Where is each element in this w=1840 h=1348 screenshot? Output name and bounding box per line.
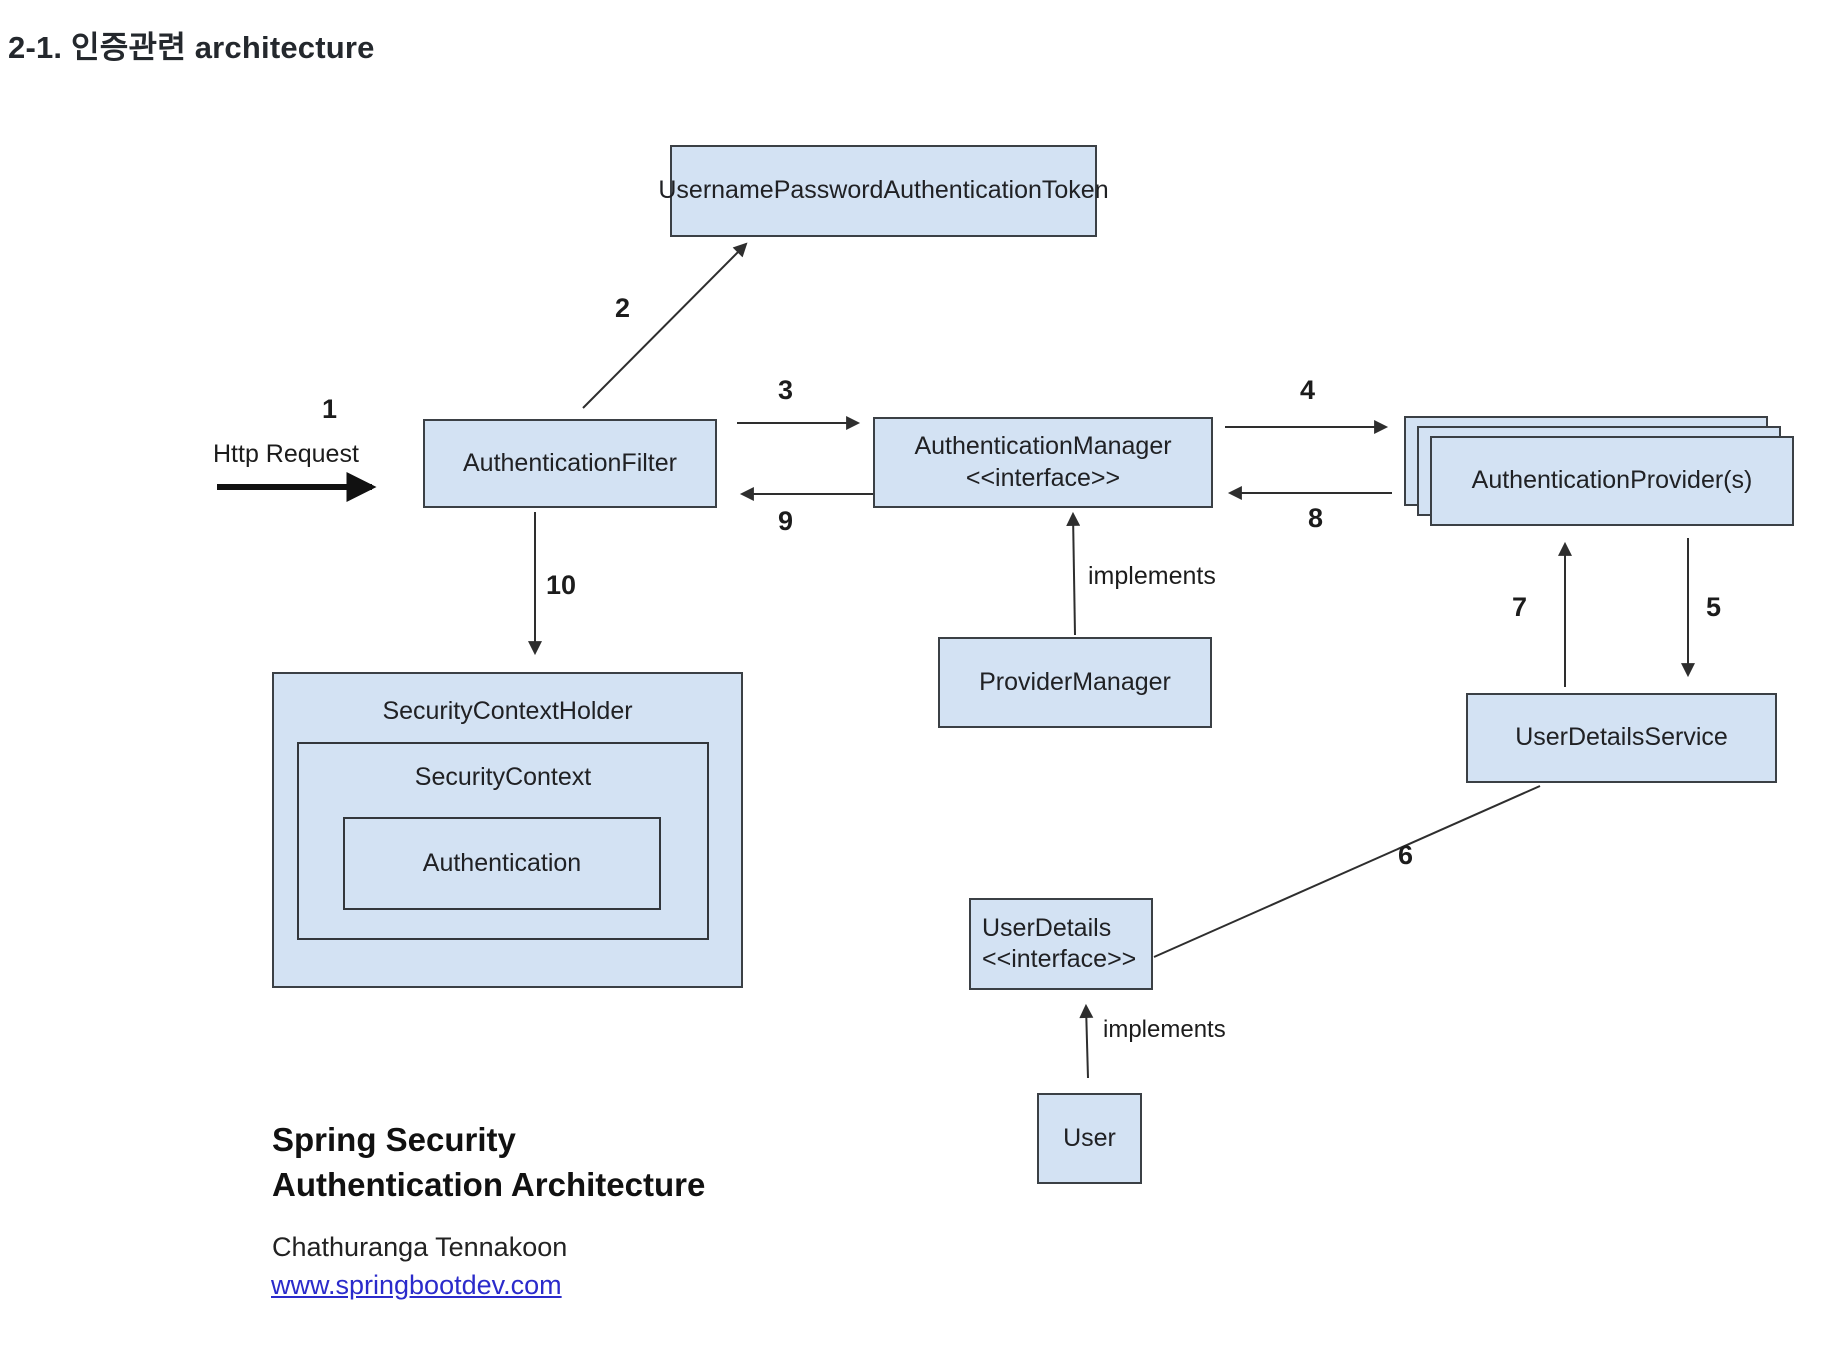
line-step6: [1153, 785, 1541, 958]
credit-author: Chathuranga Tennakoon: [272, 1232, 568, 1262]
implements-bottom-label: implements: [1103, 1016, 1226, 1043]
arrow-implements-bottom: [1079, 1003, 1094, 1079]
http-request-label: Http Request: [213, 440, 359, 468]
arrow-step2: [582, 242, 748, 409]
box-user-details-label: UserDetails: [982, 913, 1112, 942]
page-title: 2-1. 인증관련 architecture: [8, 30, 375, 65]
box-authentication-label: Authentication: [422, 848, 582, 877]
box-user-details-service: UserDetailsService: [1466, 693, 1777, 783]
step-label-3: 3: [778, 375, 794, 405]
step-label-9: 9: [778, 506, 794, 536]
box-authentication: Authentication: [343, 817, 661, 910]
credit-title-line1: Spring Security: [272, 1121, 516, 1158]
implements-top-label: implements: [1088, 562, 1216, 590]
box-provider-label: AuthenticationProvider(s): [1471, 466, 1753, 495]
arrow-implements-top: [1066, 511, 1081, 636]
box-provider-manager: ProviderManager: [938, 637, 1212, 728]
box-token-label: UsernamePasswordAuthenticationToken: [658, 176, 1109, 205]
box-authentication-providers-stack: AuthenticationProvider(s): [1404, 416, 1808, 528]
step-label-8: 8: [1308, 503, 1324, 533]
box-user: User: [1037, 1093, 1142, 1184]
step-label-7: 7: [1512, 592, 1528, 622]
credit-website-link[interactable]: www.springbootdev.com: [271, 1270, 562, 1300]
step-label-4: 4: [1300, 375, 1316, 405]
box-security-context-holder-label: SecurityContextHolder: [382, 697, 633, 725]
box-security-context-label: SecurityContext: [414, 763, 592, 791]
box-manager-stereotype: <<interface>>: [965, 463, 1121, 492]
step-label-2: 2: [615, 293, 631, 323]
box-security-context: SecurityContext Authentication: [297, 742, 709, 940]
step-label-5: 5: [1706, 592, 1722, 622]
box-provider-manager-label: ProviderManager: [979, 667, 1171, 696]
box-filter-label: AuthenticationFilter: [462, 448, 677, 477]
box-authentication-filter: AuthenticationFilter: [423, 419, 717, 508]
box-authentication-provider: AuthenticationProvider(s): [1430, 436, 1794, 526]
step-label-1: 1: [322, 394, 338, 424]
box-user-label: User: [1063, 1123, 1116, 1152]
box-user-details-service-label: UserDetailsService: [1515, 723, 1728, 752]
credit-title: Spring Security Authentication Architect…: [272, 1118, 705, 1207]
credit-title-line2: Authentication Architecture: [272, 1165, 706, 1203]
step-label-10: 10: [546, 570, 577, 600]
box-user-details: UserDetails <<interface>>: [969, 898, 1153, 990]
step-label-6: 6: [1398, 840, 1414, 870]
box-username-password-authentication-token: UsernamePasswordAuthenticationToken: [658, 145, 1109, 237]
box-manager-label: AuthenticationManager: [914, 432, 1172, 461]
box-security-context-holder: SecurityContextHolder SecurityContext Au…: [272, 672, 743, 988]
box-user-details-stereotype: <<interface>>: [982, 945, 1137, 973]
box-authentication-manager: AuthenticationManager <<interface>>: [873, 417, 1213, 508]
